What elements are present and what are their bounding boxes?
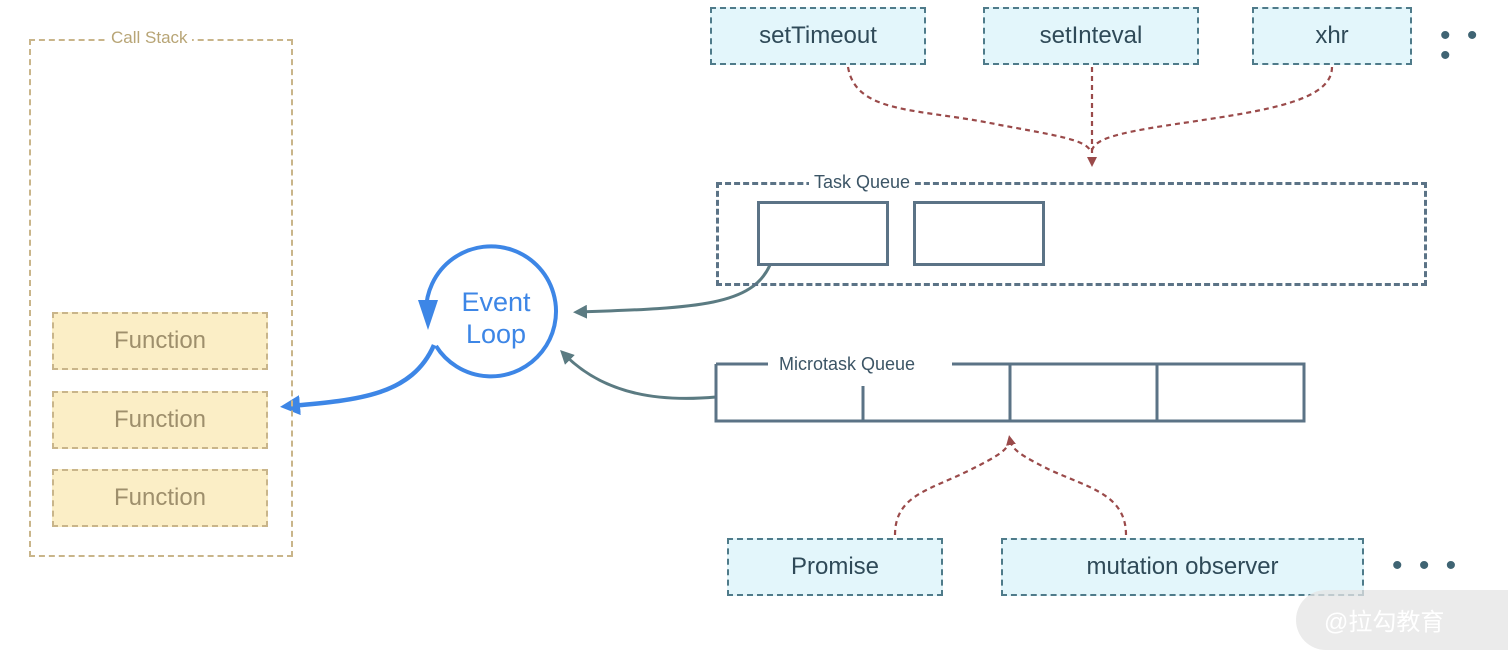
api-to-task-queue-arrows xyxy=(846,66,1334,167)
arrow-microtask-queue-to-event-loop xyxy=(560,350,717,400)
api-settimeout: setTimeout xyxy=(710,7,926,65)
arrow-mutation-observer-to-microtask-queue xyxy=(1006,435,1128,536)
microtask-queue-outline xyxy=(714,362,1306,423)
event-loop-arrowhead xyxy=(418,300,438,330)
microtask-queue-title: Microtask Queue xyxy=(773,353,922,375)
source-promise: Promise xyxy=(727,538,943,596)
event-loop-label-line1: Event xyxy=(461,287,531,317)
arrow-settimeout-to-task-queue xyxy=(846,66,1091,151)
call-stack-function-2: Function xyxy=(52,391,268,449)
web-apis-ellipsis: • • • xyxy=(1440,19,1482,72)
task-queue-slot-2 xyxy=(913,201,1045,266)
call-stack-title: Call Stack xyxy=(107,28,192,48)
task-queue xyxy=(716,182,1427,286)
call-stack-function-1: Function xyxy=(52,312,268,370)
arrow-xhr-to-task-queue xyxy=(1090,66,1334,151)
source-mutation-observer: mutation observer xyxy=(1001,538,1364,596)
arrow-task-queue-to-event-loop xyxy=(573,264,772,319)
api-xhr: xhr xyxy=(1252,7,1412,65)
microtask-queue xyxy=(714,362,1306,423)
event-loop-ring xyxy=(423,244,558,379)
microtask-sources-ellipsis: • • • xyxy=(1392,549,1461,582)
arrow-event-loop-to-call-stack xyxy=(280,344,437,416)
call-stack-function-3: Function xyxy=(52,469,268,527)
task-queue-slot-1 xyxy=(757,201,889,266)
event-loop-label: Event Loop xyxy=(440,286,552,350)
task-queue-title: Task Queue xyxy=(809,171,916,193)
connector-layer xyxy=(280,66,1334,536)
sources-to-microtask-queue-arrows xyxy=(893,435,1128,536)
event-loop-label-line2: Loop xyxy=(465,319,527,349)
watermark: @拉勾教育 xyxy=(1296,590,1508,650)
api-setinterval: setInteval xyxy=(983,7,1199,65)
arrow-promise-to-microtask-queue xyxy=(893,439,1012,536)
